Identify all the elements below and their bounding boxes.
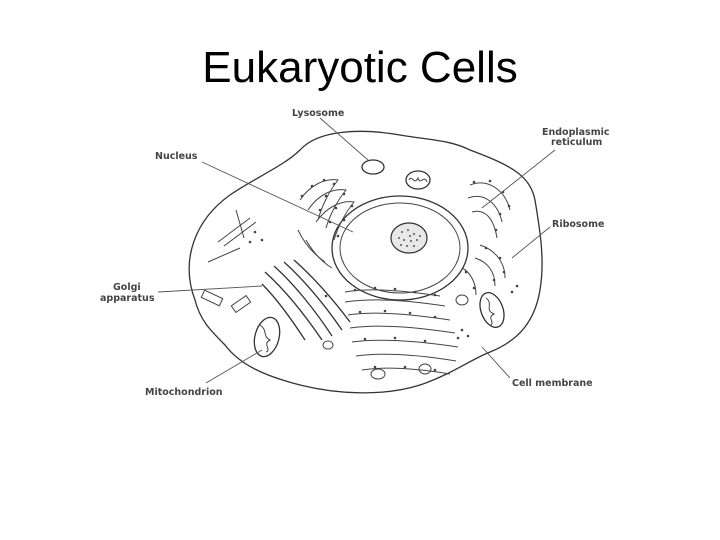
cell-membrane-outline bbox=[188, 130, 543, 394]
label-mitochondrion: Mitochondrion bbox=[145, 387, 223, 398]
label-nucleus: Nucleus bbox=[155, 151, 198, 162]
label-apparatus: apparatus bbox=[100, 293, 155, 304]
label-ribosome: Ribosome bbox=[552, 219, 604, 230]
slide-title: Eukaryotic Cells bbox=[202, 43, 518, 92]
ribosome-dots bbox=[248, 178, 519, 372]
label-reticulum: reticulum bbox=[551, 137, 602, 148]
label-golgi: Golgi bbox=[113, 282, 141, 293]
er-leader bbox=[481, 149, 556, 209]
mitochondrion-top bbox=[405, 170, 431, 190]
centriole-shape bbox=[200, 289, 252, 314]
vesicles bbox=[322, 294, 469, 380]
nucleolus bbox=[390, 222, 428, 254]
rough-er-bottom bbox=[344, 289, 459, 375]
leader-lines bbox=[157, 117, 556, 384]
nucleus-leader bbox=[201, 161, 354, 233]
mitochondrion-left bbox=[253, 316, 281, 358]
mitochondrion-leader bbox=[205, 349, 263, 384]
nucleus-inner-membrane bbox=[339, 202, 461, 294]
rough-er-right bbox=[461, 182, 511, 296]
lysosome-leader bbox=[319, 117, 369, 161]
golgi-apparatus-shape bbox=[261, 259, 351, 341]
cytoskeleton-fibers bbox=[207, 209, 257, 263]
mitochondrion-right bbox=[479, 292, 505, 328]
label-endoplasmic: Endoplasmic bbox=[542, 127, 610, 138]
label-lysosome: Lysosome bbox=[292, 108, 344, 119]
nucleolus-texture bbox=[398, 229, 421, 247]
golgi-leader bbox=[157, 285, 263, 293]
ribosome-leader bbox=[511, 226, 551, 259]
label-cell-membrane: Cell membrane bbox=[512, 378, 593, 389]
cell-membrane-leader bbox=[481, 346, 511, 379]
lysosome-shape bbox=[361, 159, 385, 175]
nucleus-outer-membrane bbox=[331, 195, 469, 301]
rough-er-left bbox=[297, 179, 355, 269]
